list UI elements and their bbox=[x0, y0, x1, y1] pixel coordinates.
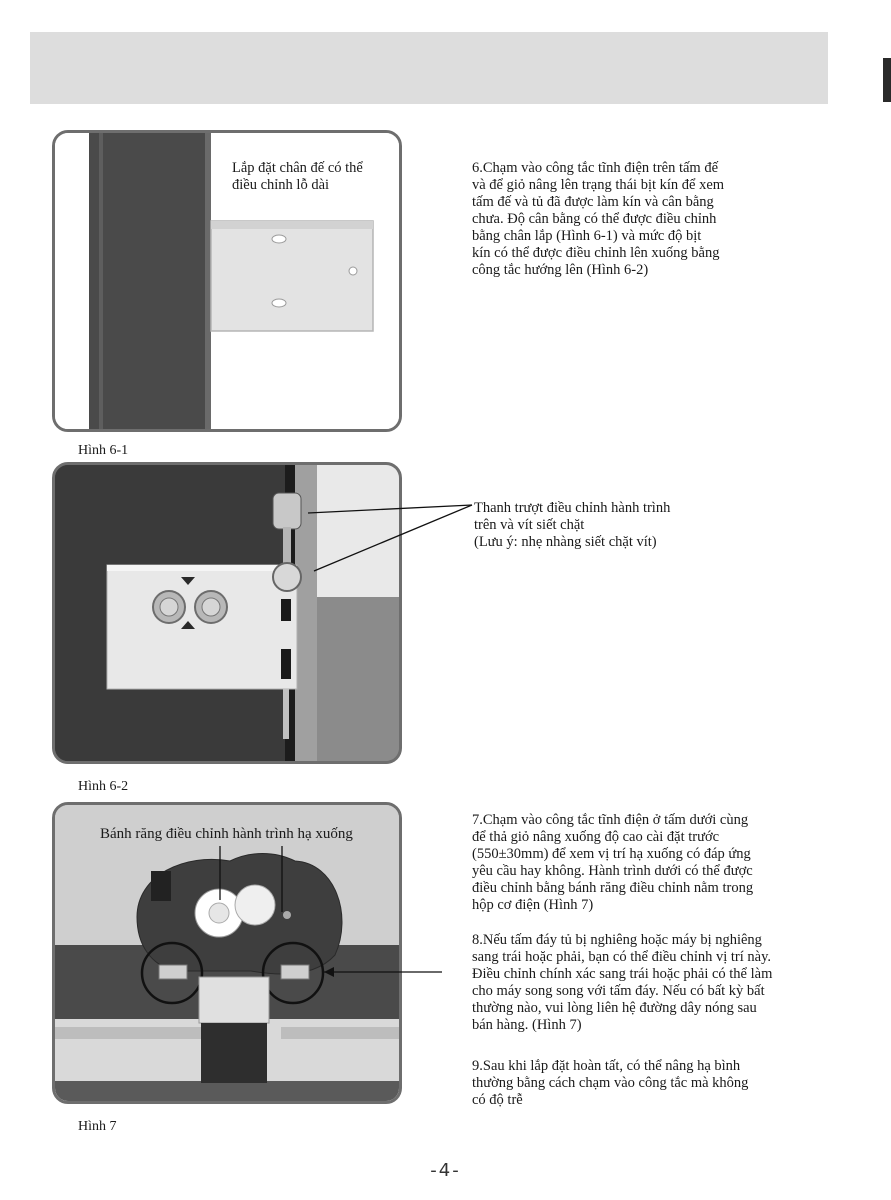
figure-6-1-photo bbox=[52, 130, 402, 432]
p7-line: để thả giỏ nâng xuống độ cao cài đặt trư… bbox=[472, 829, 720, 845]
p8-line: cho máy song song với tấm đáy. Nếu có bấ… bbox=[472, 983, 765, 999]
p6-line: 6.Chạm vào công tắc tĩnh điện trên tấm đ… bbox=[472, 160, 719, 176]
fig6-1-annotation-line2: điều chỉnh lỗ dài bbox=[232, 177, 330, 193]
p8-line: bán hàng. (Hình 7) bbox=[472, 1017, 582, 1033]
p6-line: kín có thể được điều chỉnh lên xuống bằn… bbox=[472, 245, 720, 261]
p8-line: Điều chỉnh chính xác sang trái hoặc phải… bbox=[472, 966, 773, 982]
p7-line: yêu cầu hay không. Hành trình dưới có th… bbox=[472, 863, 753, 879]
fig7-annotation: Bánh răng điều chỉnh hành trình hạ xuống bbox=[100, 826, 353, 842]
p8-line: sang trái hoặc phải, bạn có thể điều chỉ… bbox=[472, 949, 772, 965]
p7-line: (550±30mm) để xem vị trí hạ xuống có đáp… bbox=[472, 846, 751, 862]
paragraph-step-7: 7.Chạm vào công tắc tĩnh điện ở tấm dưới… bbox=[472, 812, 753, 914]
page-edge-tab bbox=[883, 58, 891, 102]
p6-line: công tắc hướng lên (Hình 6-2) bbox=[472, 262, 649, 278]
header-band bbox=[30, 32, 828, 104]
p7-line: 7.Chạm vào công tắc tĩnh điện ở tấm dưới… bbox=[472, 812, 749, 828]
figure-6-2-photo bbox=[52, 462, 402, 764]
p7-line: hộp cơ điện (Hình 7) bbox=[472, 897, 594, 913]
page-number: -4- bbox=[430, 1160, 461, 1181]
fig6-1-caption: Hình 6-1 bbox=[78, 443, 129, 458]
p7-line: điều chỉnh bằng bánh răng điều chỉnh nằm… bbox=[472, 880, 754, 896]
paragraph-step-9: 9.Sau khi lắp đặt hoàn tất, có thể nâng … bbox=[472, 1058, 748, 1109]
p6-line: và để giỏ nâng lên trạng thái bịt kín để… bbox=[472, 177, 725, 193]
p8-line: thường nào, vui lòng liên hệ đường dây n… bbox=[472, 1000, 757, 1016]
fig6-1-annotation: Lắp đặt chân đế có thể điều chỉnh lỗ dài bbox=[232, 160, 363, 194]
p9-line: 9.Sau khi lắp đặt hoàn tất, có thể nâng … bbox=[472, 1058, 741, 1074]
figure-7-photo bbox=[52, 802, 402, 1104]
p9-line: có độ trễ bbox=[472, 1092, 523, 1108]
fig6-2-callout: Thanh trượt điều chỉnh hành trình trên v… bbox=[474, 500, 670, 551]
p6-line: tấm đế và tủ đã được làm kín và cân bằng bbox=[472, 194, 714, 210]
fig6-2-callout-line2: trên và vít siết chặt bbox=[474, 517, 585, 533]
p8-line: 8.Nếu tấm đáy tủ bị nghiêng hoặc máy bị … bbox=[472, 932, 762, 948]
p9-line: thường bằng cách chạm vào công tắc mà kh… bbox=[472, 1075, 749, 1091]
paragraph-step-8: 8.Nếu tấm đáy tủ bị nghiêng hoặc máy bị … bbox=[472, 932, 772, 1034]
fig7-caption: Hình 7 bbox=[78, 1119, 117, 1134]
p6-line: bằng chân lắp (Hình 6-1) và mức độ bịt bbox=[472, 228, 702, 244]
fig6-2-callout-line1: Thanh trượt điều chỉnh hành trình bbox=[474, 500, 671, 516]
fig6-1-annotation-line1: Lắp đặt chân đế có thể bbox=[232, 160, 363, 176]
fig6-2-callout-line3: (Lưu ý: nhẹ nhàng siết chặt vít) bbox=[474, 534, 657, 550]
fig6-2-caption: Hình 6-2 bbox=[78, 779, 129, 794]
paragraph-step-6: 6.Chạm vào công tắc tĩnh điện trên tấm đ… bbox=[472, 160, 724, 279]
p6-line: chưa. Độ cân bằng có thể được điều chỉnh bbox=[472, 211, 717, 227]
